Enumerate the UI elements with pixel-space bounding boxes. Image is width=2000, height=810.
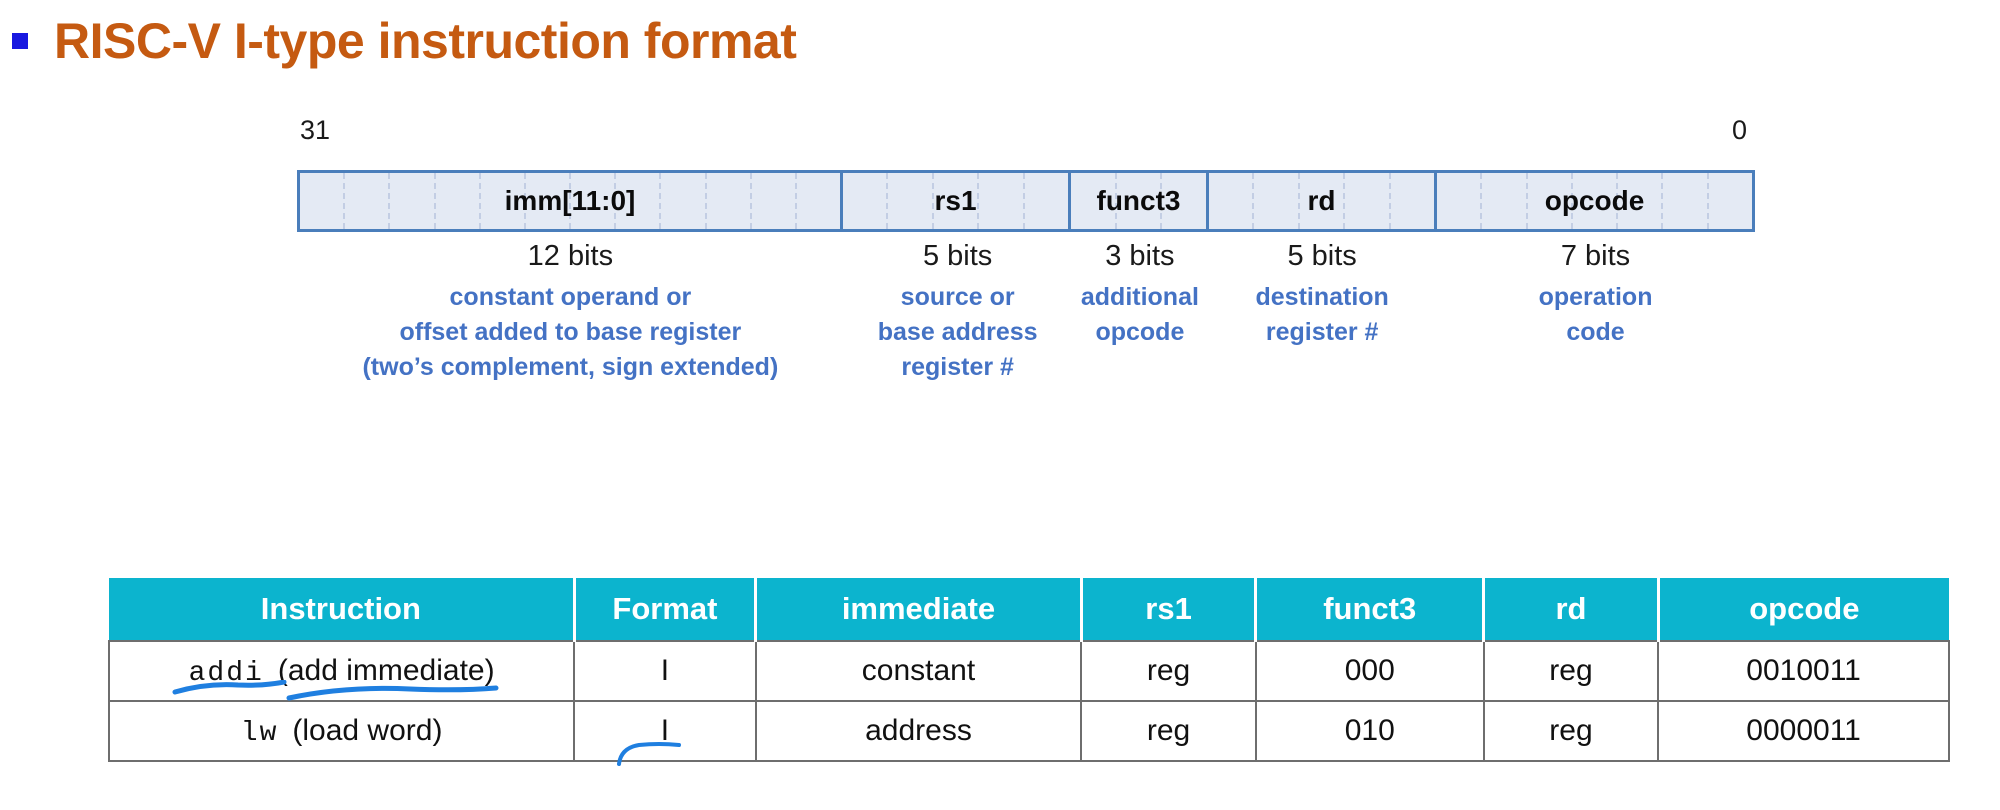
cell-immediate: address [754,700,1083,762]
bit-tick-marks [300,173,840,229]
cell-funct3: 000 [1254,640,1485,702]
cell-instruction: addi (add immediate) [107,640,576,702]
field-label: rs1 [934,185,977,216]
field-description-text: operation code [1539,280,1653,350]
cell-format-value: I [660,654,670,687]
cell-funct3-value: 000 [1344,654,1395,687]
bit-index-msb: 31 [300,115,331,145]
field-description-text: source or base address register # [878,280,1038,385]
field-description-line: opcode [1095,318,1185,346]
cell-immediate-value: constant [861,654,976,687]
field-description-line: operation [1538,283,1653,311]
field-description-text: destination register # [1255,280,1388,350]
cell-rd: reg [1482,640,1660,702]
field-bit-width: 7 bits [1560,240,1631,272]
field-label: funct3 [1096,185,1181,216]
bit-tick-marks [1209,173,1434,229]
column-header-immediate: immediate [755,578,1083,641]
field-description-line: source or [900,283,1015,311]
cell-opcode-value: 0000011 [1746,714,1861,747]
field-description-text: constant operand or offset added to base … [362,280,778,385]
field-description-line: register # [901,353,1014,381]
field-label: rd [1307,185,1336,216]
field-box-imm-11-0-: imm[11:0] [300,173,843,229]
field-description-rd: 5 bits destination register # [1208,240,1436,385]
field-bit-width: 12 bits [527,240,614,272]
cell-rs1: reg [1080,700,1257,762]
bit-tick-marks [843,173,1068,229]
field-description-line: destination [1255,283,1389,311]
field-bit-width: 5 bits [922,240,993,272]
field-box-rs1: rs1 [843,173,1071,229]
cell-opcode: 0010011 [1657,640,1950,702]
cell-rd: reg [1482,700,1660,762]
slide-title-row: RISC-V I-type instruction format [0,6,1200,76]
column-header-rd: rd [1483,578,1660,641]
field-bit-width: 5 bits [1287,240,1357,272]
bit-tick-marks [1437,173,1752,229]
cell-format: I [573,640,757,702]
bit-index-lsb: 0 [1732,115,1748,145]
instruction-expansion: (add immediate) [277,653,495,687]
column-header-funct3: funct3 [1255,578,1486,641]
field-description-line: additional [1080,283,1199,311]
field-label: opcode [1544,185,1645,216]
field-descriptions: 12 bits constant operand or offset added t… [297,240,1755,385]
bullet-square-icon [12,33,28,49]
field-description-line: register # [1265,318,1379,346]
field-description-line: base address [877,318,1038,346]
field-description-line: constant operand or [449,283,692,311]
field-box-funct3: funct3 [1071,173,1209,229]
cell-funct3: 010 [1254,700,1485,762]
cell-rd-value: reg [1549,714,1593,747]
field-bit-width: 3 bits [1105,240,1175,272]
field-box-opcode: opcode [1437,173,1752,229]
field-description-line: code [1566,318,1625,346]
ink-hook-under-format-i [611,732,691,774]
field-box-rd: rd [1209,173,1437,229]
cell-rs1: reg [1080,640,1257,702]
instruction-format-diagram: imm[11:0] rs1 funct3 rd opcode [297,170,1755,232]
field-description-funct3: 3 bits additional opcode [1072,240,1209,385]
cell-opcode: 0000011 [1657,700,1950,762]
field-description-text: additional opcode [1081,280,1199,350]
cell-rs1-value: reg [1146,654,1191,687]
column-header-rs1: rs1 [1081,578,1258,641]
page-title: RISC-V I-type instruction format [54,13,797,69]
column-header-opcode: opcode [1658,578,1949,641]
field-description-opcode: 7 bits operation code [1436,240,1755,385]
cell-funct3-value: 010 [1344,714,1395,747]
cell-rd-value: reg [1549,654,1593,687]
instruction-mnemonic: addi [188,657,264,689]
instruction-expansion: (load word) [292,713,443,747]
field-description-rs1: 5 bits source or base address register # [844,240,1072,385]
field-description-line: offset added to base register [399,318,742,346]
cell-instruction: lw (load word) [107,700,576,762]
instruction-mnemonic: lw [240,717,279,749]
cell-format: I [573,700,757,766]
field-description-imm-11-0-: 12 bits constant operand or offset added t… [297,240,844,385]
cell-immediate-value: address [865,714,972,747]
cell-format-value: I [660,714,670,747]
cell-opcode-value: 0010011 [1746,654,1861,687]
cell-rs1-value: reg [1146,714,1191,747]
cell-immediate: constant [754,640,1083,702]
column-header-format: Format [574,578,758,641]
bit-tick-marks [1071,173,1206,229]
field-label: imm[11:0] [504,185,636,216]
column-header-instruction: Instruction [109,578,576,641]
field-description-line: (two’s complement, sign extended) [362,353,779,381]
